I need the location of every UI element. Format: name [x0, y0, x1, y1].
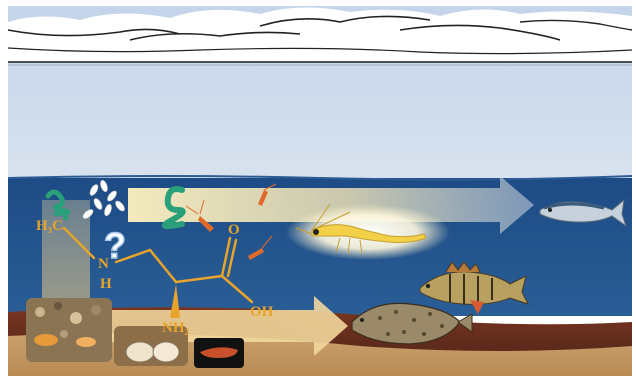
cloud-band	[8, 7, 632, 65]
benthic-invertebrates-icon	[26, 298, 112, 362]
nitrogen-hydrogen-label: H	[100, 276, 112, 292]
methyl-label: H₃C	[36, 218, 63, 234]
hydroxyl-label: OH	[250, 304, 274, 320]
worm-icon	[194, 338, 244, 368]
amine-label: NH₂	[162, 320, 190, 336]
carbonyl-oxygen-label: O	[228, 222, 240, 238]
question-mark: ?	[104, 225, 126, 266]
